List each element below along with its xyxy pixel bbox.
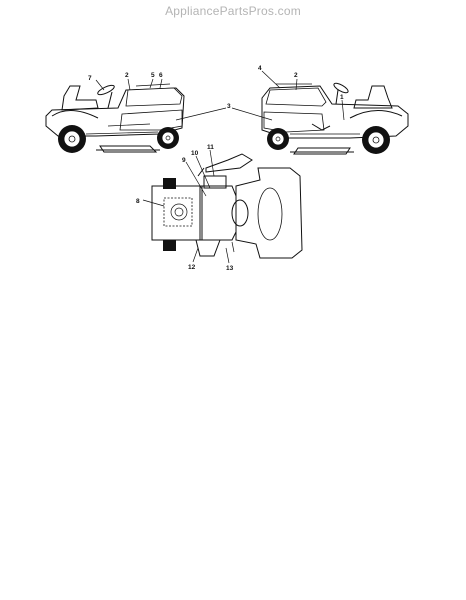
hood-side-decal-right (263, 111, 325, 133)
tractor-top-view (151, 153, 303, 259)
callout-2-right: 2 (294, 72, 298, 79)
callout-4: 4 (258, 65, 262, 72)
rear-tire-bottom-left (163, 240, 176, 251)
callout-8: 8 (136, 198, 140, 205)
tractor-left-side-view (45, 83, 185, 153)
hood-top-decal-right (265, 87, 327, 107)
callout-7: 7 (88, 75, 92, 82)
site-watermark: AppliancePartsPros.com (165, 4, 301, 18)
callout-10: 10 (191, 150, 199, 157)
callout-5: 5 (151, 72, 155, 79)
callout-11: 11 (207, 144, 214, 151)
callout-labels: 7 2 5 6 3 4 2 1 8 9 10 11 12 13 (88, 65, 344, 272)
callout-6: 6 (159, 72, 163, 79)
callout-12: 12 (188, 264, 196, 271)
callout-3: 3 (227, 103, 231, 110)
callout-13: 13 (226, 265, 234, 272)
tractor-right-side-view (261, 82, 409, 155)
callout-1: 1 (340, 94, 344, 101)
rear-tire-top-left (163, 178, 176, 189)
hood-top-decal-left (125, 87, 183, 107)
leader-lines (95, 70, 345, 264)
callout-9: 9 (182, 157, 186, 164)
hood-top-decal (257, 187, 283, 241)
hood-side-decal (119, 109, 183, 131)
callout-2-left: 2 (125, 72, 129, 79)
